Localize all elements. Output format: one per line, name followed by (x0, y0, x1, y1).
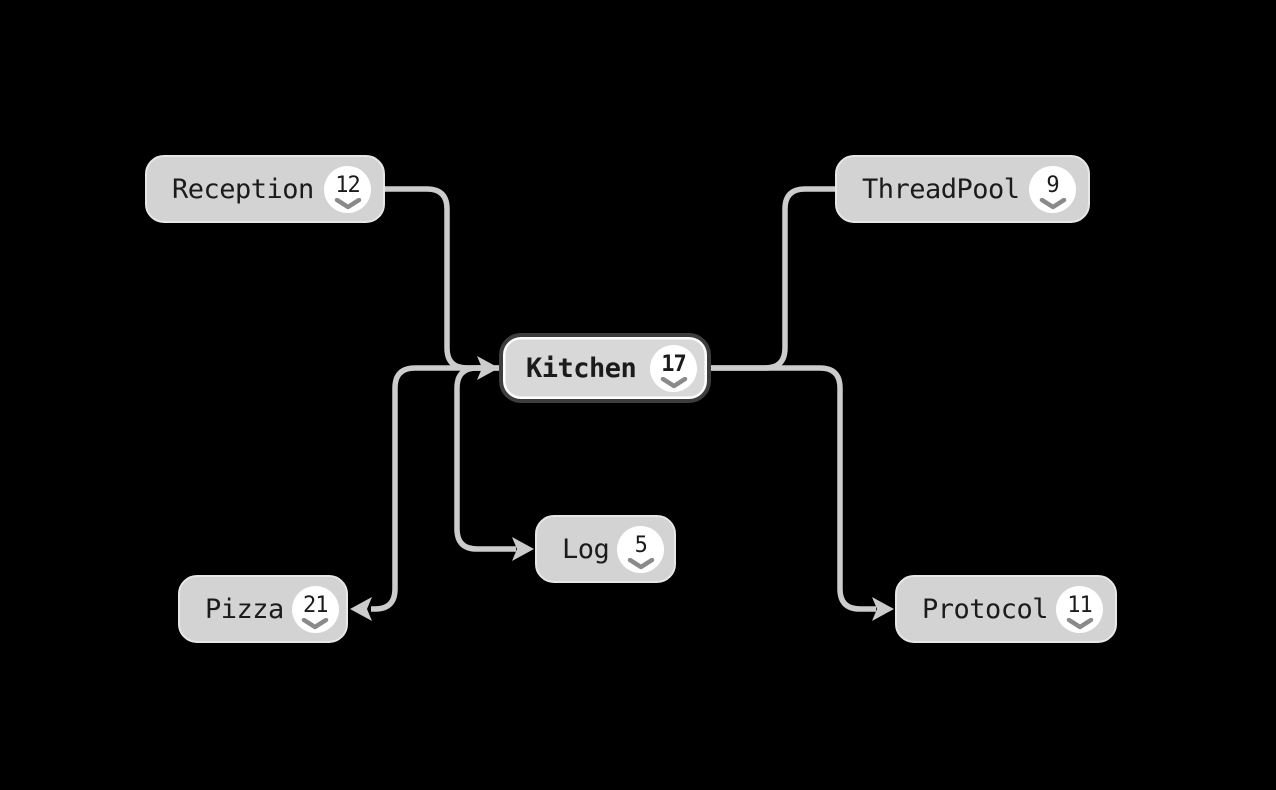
member-count: 21 (303, 592, 328, 618)
node-kitchen-active[interactable]: Kitchen 17 (499, 333, 711, 403)
node-log-count-badge[interactable]: 5 (617, 525, 665, 573)
edge-kitchen-threadpool[interactable] (710, 186, 836, 371)
node-threadpool-count-badge[interactable]: 9 (1029, 165, 1076, 213)
node-pizza-count-badge[interactable]: 21 (291, 585, 339, 633)
node-log-label: Log (562, 533, 610, 565)
chevron-down-icon (660, 376, 687, 388)
member-count: 9 (1046, 172, 1059, 198)
edge-line[interactable] (371, 365, 500, 612)
node-log[interactable]: Log 5 (535, 515, 676, 583)
chevron-down-icon (1066, 617, 1093, 629)
member-count: 12 (335, 172, 360, 198)
node-protocol[interactable]: Protocol 11 (895, 575, 1117, 643)
node-kitchen-count-badge[interactable]: 17 (650, 344, 697, 392)
arrowhead-icon (350, 597, 372, 621)
member-count: 5 (634, 532, 648, 558)
node-protocol-label: Protocol (922, 593, 1049, 625)
edge-line[interactable] (710, 365, 876, 612)
node-pizza[interactable]: Pizza 21 (178, 575, 348, 643)
node-threadpool[interactable]: ThreadPool 9 (835, 155, 1090, 223)
node-protocol-count-badge[interactable]: 11 (1056, 585, 1104, 633)
chevron-down-icon (1039, 197, 1066, 209)
edge-line[interactable] (385, 186, 480, 371)
edge-kitchen-pizza[interactable] (350, 365, 500, 621)
edge-reception-kitchen[interactable] (385, 186, 499, 380)
node-kitchen-label: Kitchen (526, 352, 637, 384)
chevron-down-icon (334, 197, 361, 209)
node-pizza-label: Pizza (205, 593, 284, 625)
member-count: 11 (1067, 592, 1092, 618)
edge-kitchen-protocol[interactable] (710, 365, 894, 621)
arrowhead-icon (872, 597, 894, 621)
node-reception[interactable]: Reception 12 (145, 155, 385, 223)
edge-line[interactable] (710, 186, 836, 371)
node-reception-count-badge[interactable]: 12 (324, 165, 371, 213)
node-threadpool-label: ThreadPool (862, 173, 1020, 205)
node-reception-label: Reception (172, 173, 314, 205)
member-count: 17 (661, 351, 686, 377)
chevron-down-icon (302, 617, 329, 629)
arrowhead-icon (512, 537, 534, 561)
chevron-down-icon (627, 557, 655, 569)
